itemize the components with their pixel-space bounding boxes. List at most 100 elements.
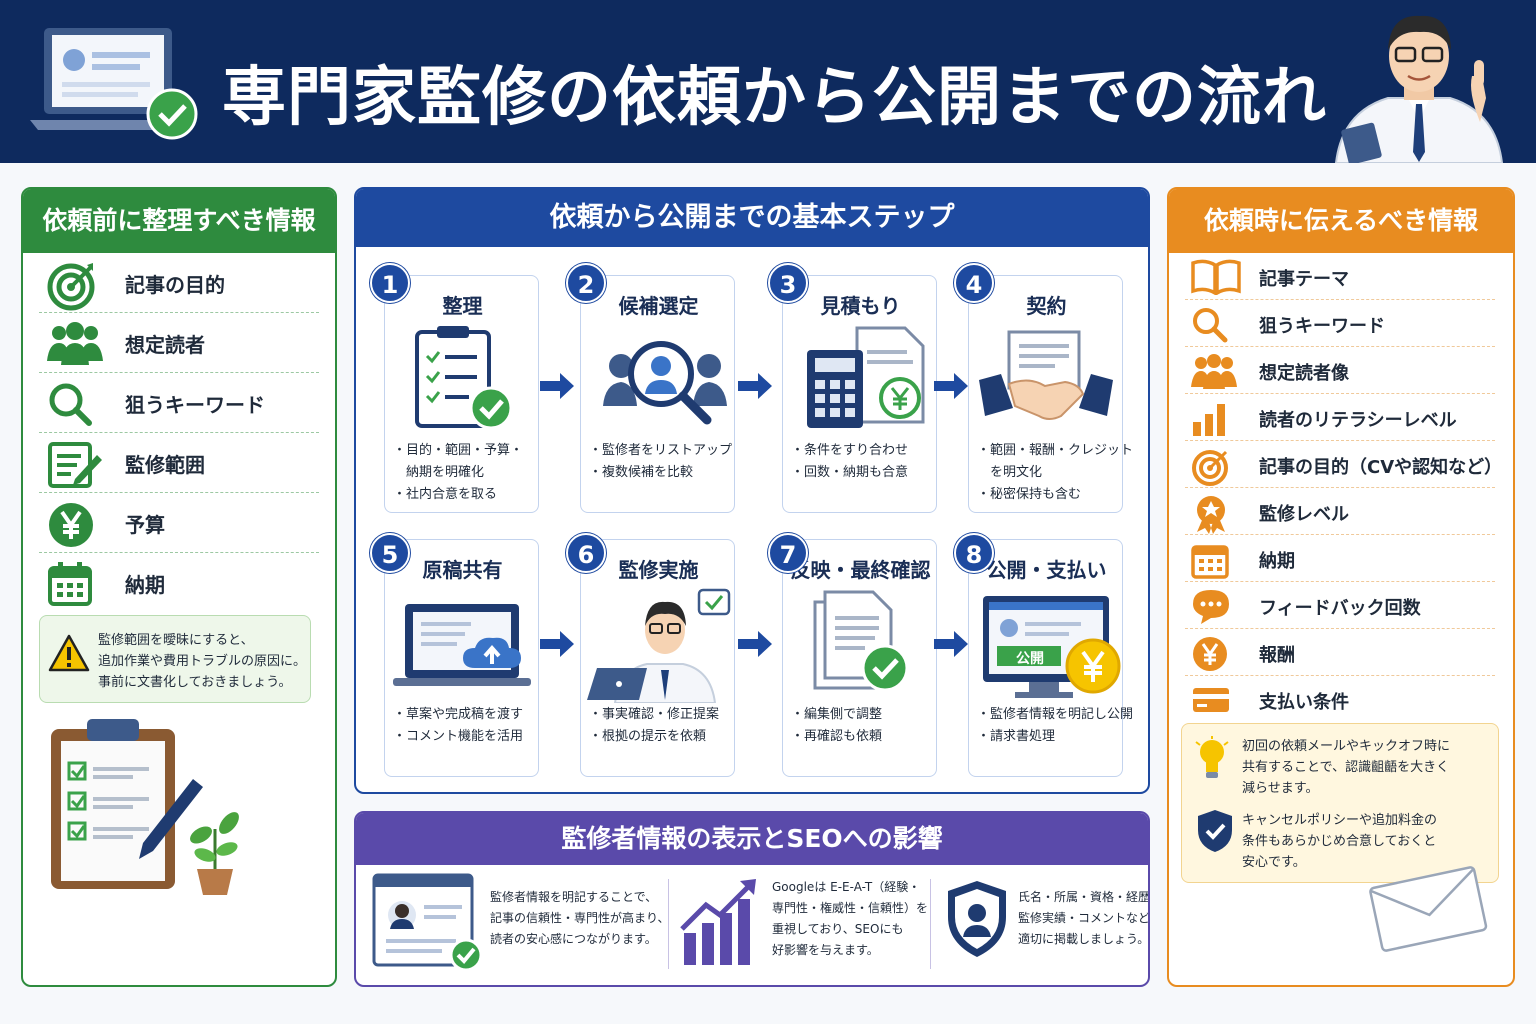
bar-chart-icon	[1193, 404, 1225, 436]
list-item-label: 想定読者	[125, 333, 205, 357]
step-bullets: ・監修者をリストアップ・複数候補を比較	[589, 443, 733, 480]
list-item-payment: 支払い条件	[1185, 676, 1495, 723]
step-number: 1	[370, 263, 410, 303]
list-item-label: 監修レベル	[1259, 504, 1349, 525]
list-item-label: フィードバック回数	[1259, 598, 1421, 619]
page-title: 専門家監修の依頼から公開までの流れ	[222, 61, 1327, 135]
step-title: 整理	[442, 294, 483, 318]
panel-heading: 監修者情報の表示とSEOへの影響	[356, 813, 1148, 865]
target-icon	[1192, 450, 1228, 486]
panel-heading: 依頼から公開までの基本ステップ	[356, 189, 1148, 247]
card-icon	[1193, 688, 1229, 712]
header-banner: 専門家監修の依頼から公開までの流れ	[0, 0, 1536, 163]
list-item-label: 記事テーマ	[1259, 269, 1349, 290]
tip-text-2: キャンセルポリシーや追加料金の条件もあらかじめ合意しておくと安心です。	[1242, 813, 1438, 870]
step-title: 原稿共有	[422, 558, 503, 582]
step-number: 3	[768, 263, 808, 303]
list-item-budget: 予算	[39, 493, 319, 553]
chat-icon	[1193, 590, 1229, 624]
yen-icon	[49, 503, 93, 547]
document-check-icon	[813, 590, 909, 692]
step-number: 5	[370, 533, 410, 573]
calendar-icon	[1191, 545, 1229, 579]
profile-card-icon	[372, 873, 483, 972]
clipboard-check-icon	[415, 326, 513, 430]
search-icon	[1193, 308, 1228, 343]
step-card-4: 契約 ・範囲・報酬・クレジット を明文化・秘密保持も含む	[968, 275, 1133, 513]
list-item-label: 納期	[125, 573, 165, 597]
list-item-scope: 監修範囲	[39, 433, 319, 493]
list-item-feedback: フィードバック回数	[1185, 582, 1495, 629]
step-number: 8	[954, 533, 994, 573]
step-number: 2	[566, 263, 606, 303]
monitor-publish-icon	[983, 596, 1121, 698]
publish-badge: 公開	[1016, 651, 1044, 667]
tip-text-1: 初回の依頼メールやキックオフ時に共有することで、認識齟齬を大きく減らせます。	[1242, 739, 1451, 796]
step-card-8: 公開・支払い 公開 ・監修者情報を明記し公開・請求書処理	[968, 539, 1133, 777]
step-number: 6	[566, 533, 606, 573]
step-card-3: 見積もり ・条件をすり合わせ・回数・納期も合意	[782, 275, 937, 513]
list-item-audience: 想定読者	[39, 313, 319, 373]
edit-doc-icon	[48, 442, 102, 488]
calendar-icon	[48, 562, 92, 606]
list-item-label: 報酬	[1259, 645, 1295, 666]
step-card-5: 原稿共有 ・草案や完成稿を渡す・コメント機能を活用	[384, 539, 539, 777]
laptop-check-icon	[30, 28, 198, 140]
list-item-keyword: 狙うキーワード	[1185, 300, 1495, 347]
arrow-right-icon	[738, 631, 772, 657]
list-item-label: 記事の目的（CVや認知など）	[1259, 457, 1503, 478]
arrow-right-icon	[738, 373, 772, 399]
steps-panel: 依頼から公開までの基本ステップ 整理 ・目的・範囲・予算・ 納期を明確化・社内合…	[354, 187, 1150, 794]
step-card-2: 候補選定 ・監修者をリストアップ・複数候補を比較	[580, 275, 735, 513]
list-item-label: 読者のリテラシーレベル	[1259, 410, 1457, 431]
yen-icon	[1193, 637, 1227, 671]
book-icon	[1191, 259, 1241, 295]
list-item-purpose: 記事の目的（CVや認知など）	[1185, 441, 1502, 488]
step-title: 候補選定	[618, 294, 699, 318]
target-icon	[47, 263, 95, 311]
growth-chart-icon	[680, 879, 756, 965]
list-item-label: 狙うキーワード	[1259, 316, 1385, 337]
panel-heading: 依頼時に伝えるべき情報	[1169, 189, 1513, 253]
people-icon	[1191, 354, 1237, 389]
warning-box: 監修範囲を曖昧にすると、追加作業や費用トラブルの原因に。事前に文書化しておきまし…	[39, 615, 311, 703]
list-item-audience: 想定読者像	[1185, 347, 1495, 394]
seo-text-3: 氏名・所属・資格・経歴・監修実績・コメントなどを適切に掲載しましょう。	[1018, 890, 1150, 946]
list-item-deadline: 納期	[39, 553, 319, 613]
panel-heading: 依頼前に整理すべき情報	[23, 189, 335, 253]
step-card-6: 監修実施 ・事実確認・修正提案・根拠の提示を依頼	[580, 539, 735, 777]
list-item-label: 納期	[1259, 551, 1295, 572]
list-item-fee: 報酬	[1185, 629, 1495, 676]
seo-text-1: 監修者情報を明記することで、記事の信頼性・専門性が高まり、読者の安心感につながり…	[490, 890, 670, 946]
calculator-icon	[807, 326, 925, 428]
search-icon	[49, 383, 92, 426]
step-card-7: 反映・最終確認 ・編集側で調整・再確認も依頼	[782, 539, 937, 777]
pre-request-info-panel: 依頼前に整理すべき情報 記事の目的 想定読者 狙うキーワード 監修範囲 予算 納…	[21, 187, 337, 987]
envelope-icon	[1369, 866, 1488, 952]
step-bullets: ・草案や完成稿を渡す・コメント機能を活用	[393, 707, 524, 744]
step-bullets: ・編集側で調整・再確認も依頼	[791, 707, 883, 744]
step-card-1: 整理 ・目的・範囲・予算・ 納期を明確化・社内合意を取る	[384, 275, 539, 513]
people-icon	[47, 322, 103, 365]
request-info-panel: 依頼時に伝えるべき情報 記事テーマ 狙うキーワード 想定読者像 読者のリテラシー…	[1167, 187, 1515, 987]
warning-icon	[48, 634, 90, 672]
step-title: 公開・支払い	[986, 558, 1107, 582]
arrow-right-icon	[934, 373, 968, 399]
step-bullets: ・条件をすり合わせ・回数・納期も合意	[791, 443, 909, 480]
shield-check-icon	[1198, 810, 1232, 852]
list-item-purpose: 記事の目的	[39, 253, 319, 313]
step-title: 反映・最終確認	[790, 558, 931, 582]
doctor-pointing-icon	[1334, 15, 1504, 163]
laptop-upload-icon	[393, 604, 531, 686]
step-title: 監修実施	[618, 558, 699, 582]
step-bullets: ・目的・範囲・予算・ 納期を明確化・社内合意を取る	[393, 443, 524, 502]
medal-icon	[1197, 496, 1225, 534]
people-search-icon	[603, 341, 727, 425]
shield-user-icon	[948, 881, 1006, 957]
divider	[668, 879, 669, 969]
list-item-level: 監修レベル	[1185, 488, 1495, 535]
step-number: 7	[768, 533, 808, 573]
clipboard-plant-illustration	[51, 719, 239, 895]
step-number: 4	[954, 263, 994, 303]
list-item-label: 予算	[125, 513, 165, 537]
